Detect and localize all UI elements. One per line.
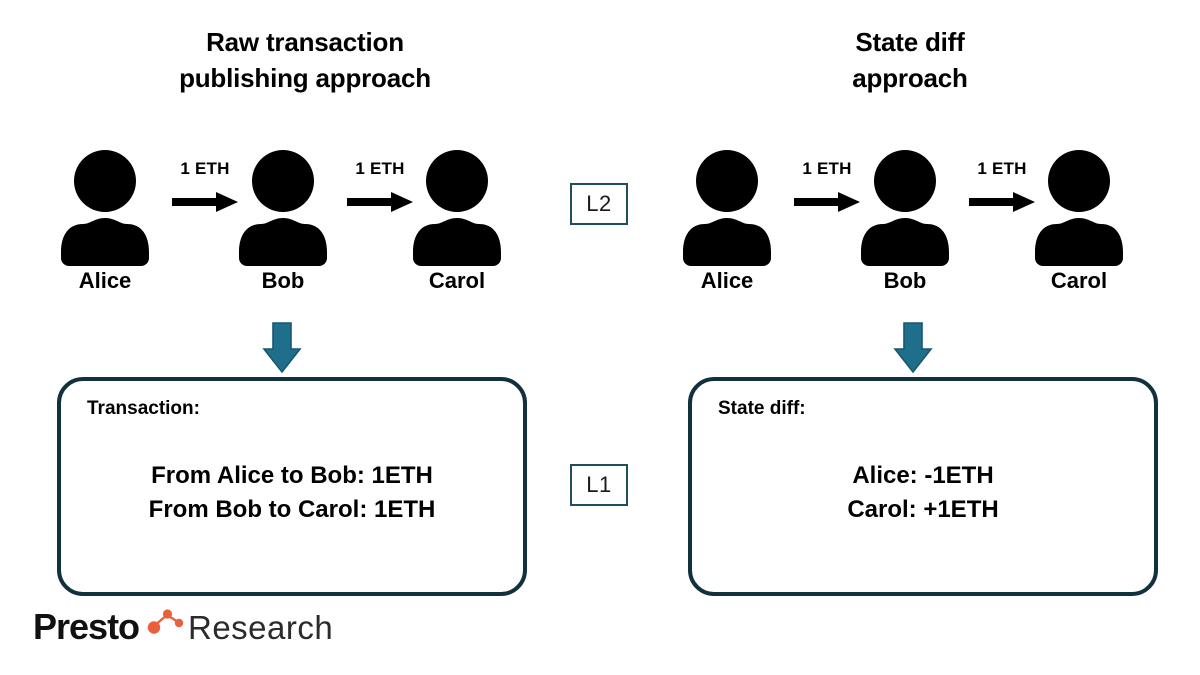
transfer-bob-to-carol-right: 1 ETH [950,160,1054,213]
actor-carol-l2-left: Carol [402,148,512,292]
actor-carol-l2-right: Carol [1024,148,1134,292]
right-title-line-2: approach [852,63,968,94]
actor-alice-l2-right: Alice [672,148,782,292]
box-body: From Alice to Bob: 1ETH From Bob to Caro… [61,459,523,527]
level-badge-label: L1 [586,472,612,497]
right-column-title: State diff approach [760,24,1060,97]
transfer-amount: 1 ETH [180,159,230,178]
box-heading: Transaction: [87,398,200,419]
actor-bob-l2-right: Bob [850,148,960,292]
actor-alice-l2-left: Alice [50,148,160,292]
presto-research-logo-icon: Presto Research [33,606,333,647]
state-diff-box: State diff: Alice: -1ETH Carol: +1ETH [688,377,1158,596]
transfer-alice-to-bob-right: 1 ETH [775,160,879,213]
svg-text:Research: Research [188,609,333,646]
person-icon [1035,150,1123,266]
left-title-line-1: Raw transaction [206,27,404,57]
actor-bob-l2-left: Bob [228,148,338,292]
level-badge-l1: L1 [570,464,628,506]
left-title-line-2: publishing approach [179,63,431,94]
transaction-box: Transaction: From Alice to Bob: 1ETH Fro… [57,377,527,596]
actor-label: Bob [261,268,305,293]
left-column-title: Raw transaction publishing approach [125,24,485,97]
left-actor-row: Alice 1 ETH Bob 1 ETH [50,148,520,318]
person-icon [61,150,149,266]
actor-label: Alice [78,268,132,293]
level-badge-l2: L2 [570,183,628,225]
right-title-line-1: State diff [855,27,965,57]
transfer-amount: 1 ETH [355,159,405,178]
arrow-right-icon [794,192,860,212]
person-icon [861,150,949,266]
actor-label: Carol [1050,268,1108,293]
actor-label: Alice [700,268,754,293]
level-badge-label: L2 [586,191,612,216]
transfer-amount: 1 ETH [977,159,1027,178]
arrow-right-icon [172,192,238,212]
person-icon [413,150,501,266]
box-line: Alice: -1ETH [852,462,994,489]
person-icon [683,150,771,266]
transfer-alice-to-bob-left: 1 ETH [153,160,257,213]
box-body: Alice: -1ETH Carol: +1ETH [692,459,1154,527]
transfer-amount: 1 ETH [802,159,852,178]
box-line: Carol: +1ETH [847,496,999,524]
arrow-right-icon [969,192,1035,212]
actor-label: Carol [428,268,486,293]
right-actor-row: Alice 1 ETH Bob 1 ETH [672,148,1152,318]
box-line: From Alice to Bob: 1ETH [151,462,433,489]
actor-label: Bob [883,268,927,293]
person-icon [239,150,327,266]
svg-text:Presto: Presto [33,606,139,647]
presto-research-logo: Presto Research [33,604,333,650]
box-line: From Bob to Carol: 1ETH [148,496,436,524]
arrow-down-icon [893,322,933,374]
transfer-bob-to-carol-left: 1 ETH [328,160,432,213]
arrow-down-icon [262,322,302,374]
box-heading: State diff: [718,398,806,419]
arrow-right-icon [347,192,413,212]
